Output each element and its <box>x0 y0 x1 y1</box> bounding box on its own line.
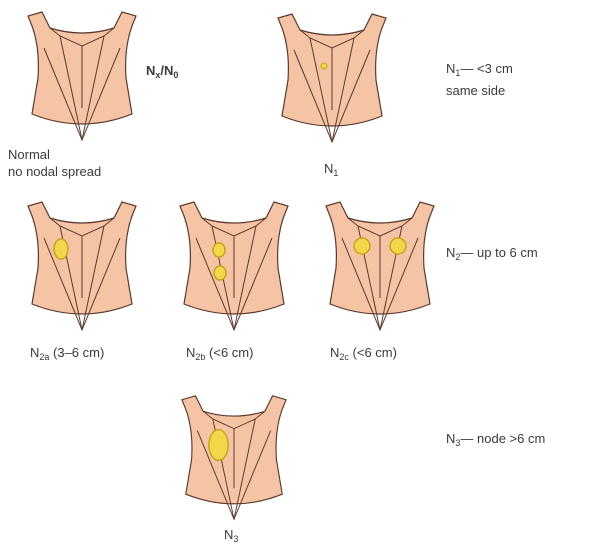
neck-diagram-n2c <box>320 198 440 338</box>
lymph-node <box>209 430 228 461</box>
note-n3: N3— node >6 cm <box>446 430 545 452</box>
lymph-node <box>321 63 327 69</box>
label-n3: N3 <box>224 528 238 544</box>
note-normal: Normal no nodal spread <box>8 146 101 180</box>
lymph-node <box>390 238 406 254</box>
label-n2c: N2c (<6 cm) <box>330 346 397 362</box>
lymph-node <box>54 239 68 259</box>
lymph-node <box>354 238 370 254</box>
label-n1: N1 <box>324 162 338 178</box>
neck-diagram-n3 <box>174 392 294 527</box>
neck-diagram-n2a <box>22 198 142 338</box>
label-n0: Nx/N0 <box>146 64 178 80</box>
lymph-node <box>214 266 226 280</box>
label-n2b: N2b (<6 cm) <box>186 346 253 362</box>
label-n2a: N2a (3–6 cm) <box>30 346 104 362</box>
neck-diagram-n1 <box>272 10 392 150</box>
lymph-node <box>213 243 225 257</box>
note-n1: N1— <3 cm same side <box>446 60 513 99</box>
neck-diagram-n0 <box>22 8 142 148</box>
neck-diagram-n2b <box>174 198 294 338</box>
note-n2: N2— up to 6 cm <box>446 244 538 266</box>
